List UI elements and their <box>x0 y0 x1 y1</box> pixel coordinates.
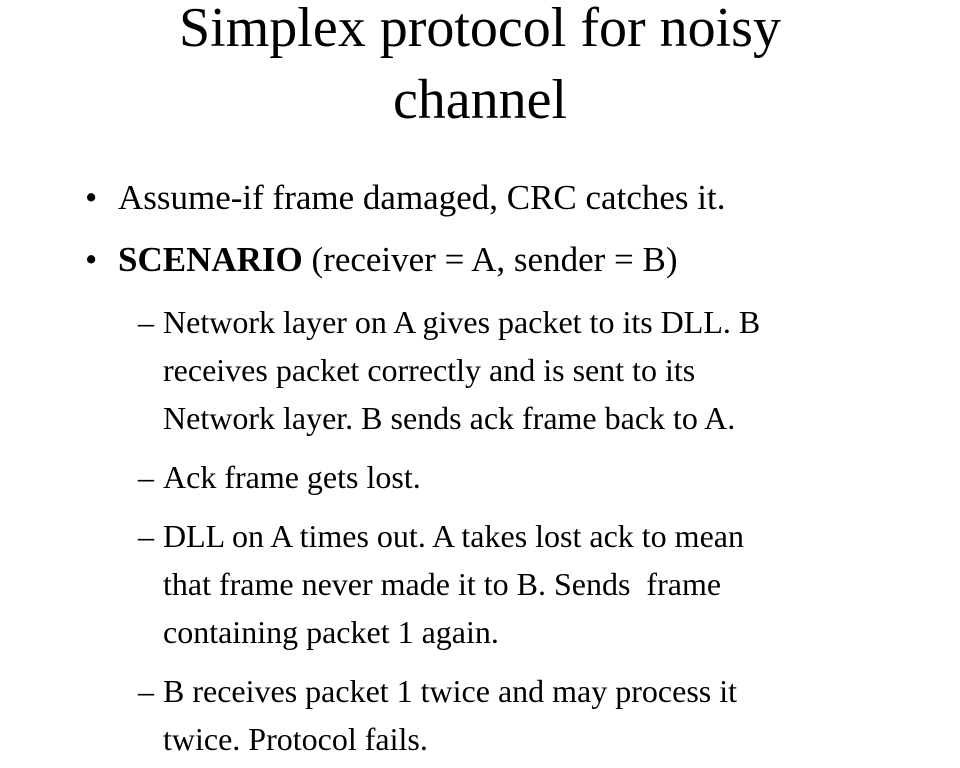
dash-icon: – <box>138 458 154 495</box>
bullet-text: Assume-if frame damaged, CRC catches it. <box>118 177 726 217</box>
dash-icon: – <box>138 517 154 554</box>
scenario-bold-text: SCENARIO <box>118 239 303 279</box>
sub-bullet-item-duplicate: – B receives packet 1 twice and may proc… <box>138 667 930 763</box>
sub-bullet-item-ack-lost: – Ack frame gets lost. <box>138 453 930 501</box>
sub-bullet-text: Ack frame gets lost. <box>163 458 421 495</box>
bullet-text: SCENARIO (receiver = A, sender = B) <box>118 236 930 284</box>
bullet-item-assume: • Assume-if frame damaged, CRC catches i… <box>85 174 930 222</box>
slide-body: • Assume-if frame damaged, CRC catches i… <box>0 174 960 763</box>
sub-bullet-item-network-layer: – Network layer on A gives packet to its… <box>138 298 930 442</box>
bullet-item-scenario: • SCENARIO (receiver = A, sender = B) <box>85 236 930 284</box>
dash-icon: – <box>138 672 154 709</box>
slide-title: Simplex protocol for noisy channel <box>179 0 781 131</box>
sub-bullet-text: Network layer on A gives packet to its D… <box>163 303 761 436</box>
dash-icon: – <box>138 303 154 340</box>
sub-bullet-item-timeout: – DLL on A times out. A takes lost ack t… <box>138 512 930 656</box>
sub-bullet-text: B receives packet 1 twice and may proces… <box>163 672 737 757</box>
bullet-dot-icon: • <box>85 177 98 217</box>
bullet-dot-icon: • <box>85 239 98 279</box>
scenario-rest-text: (receiver = A, sender = B) <box>302 239 678 279</box>
sub-bullet-text: DLL on A times out. A takes lost ack to … <box>163 517 744 650</box>
